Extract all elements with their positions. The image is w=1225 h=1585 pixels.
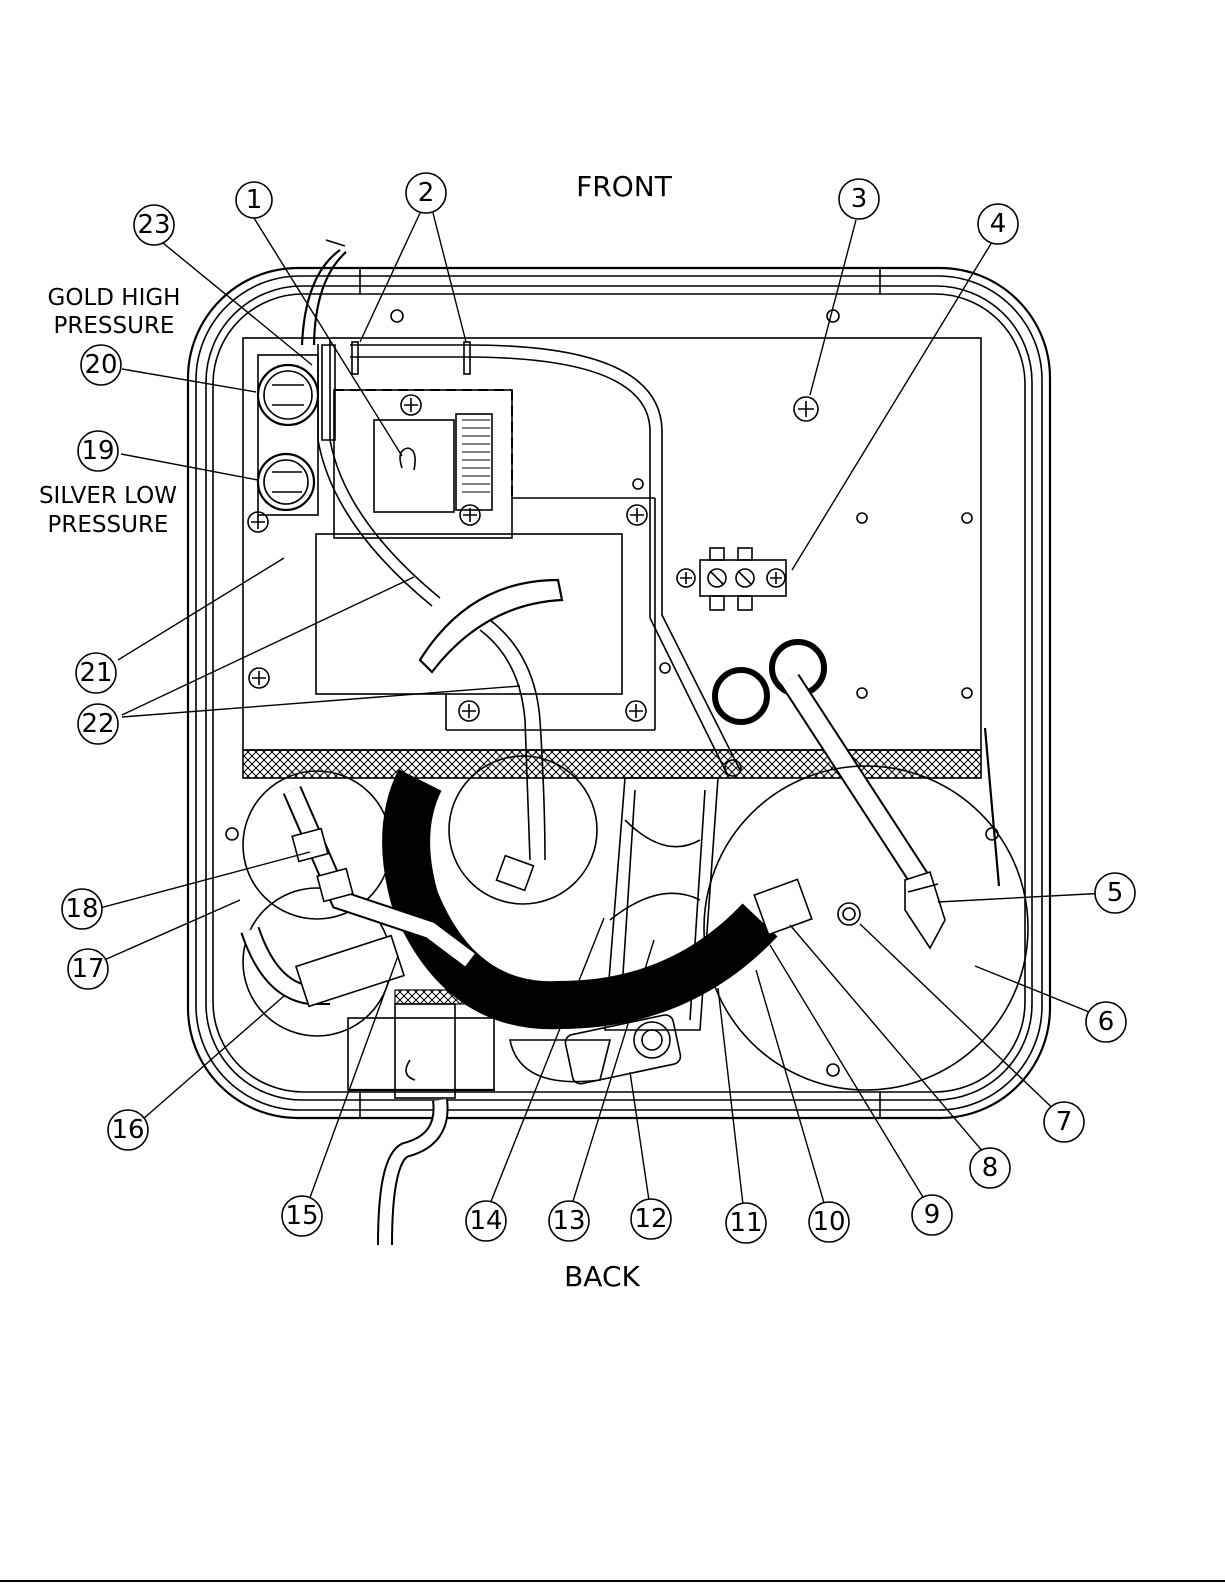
callout-16: 16 [108,1110,148,1150]
callout-14: 14 [466,1201,506,1241]
leader-lines [100,213,1107,1222]
callout-2: 2 [406,173,446,213]
svg-text:15: 15 [285,1201,318,1231]
svg-text:16: 16 [111,1115,144,1145]
svg-text:3: 3 [851,184,868,214]
svg-text:20: 20 [84,350,117,380]
callout-12: 12 [631,1199,671,1239]
gold-high-label-line1: GOLD HIGH [48,285,181,311]
callout-8: 8 [970,1148,1010,1188]
svg-text:14: 14 [469,1206,502,1236]
svg-text:12: 12 [634,1204,667,1234]
svg-text:13: 13 [552,1206,585,1236]
callout-1: 1 [236,182,272,218]
terminal-block [677,548,786,610]
callout-17: 17 [68,949,108,989]
mounting-plate [243,338,981,778]
callout-6: 6 [1086,1002,1126,1042]
callout-5: 5 [1095,873,1135,913]
svg-text:9: 9 [924,1200,941,1230]
svg-text:18: 18 [65,894,98,924]
front-label: FRONT [576,170,673,203]
callout-15: 15 [282,1196,322,1236]
svg-text:23: 23 [137,210,170,240]
svg-text:10: 10 [812,1207,845,1237]
callout-10: 10 [809,1202,849,1242]
svg-text:1: 1 [246,185,263,215]
svg-text:7: 7 [1056,1107,1073,1137]
svg-text:22: 22 [81,709,114,739]
grommets [715,642,945,948]
silver-low-label-line1: SILVER LOW [39,483,177,509]
svg-text:5: 5 [1107,878,1124,908]
callout-13: 13 [549,1201,589,1241]
callout-18: 18 [62,889,102,929]
capillary-tube [318,340,741,776]
svg-text:2: 2 [418,178,435,208]
callout-23: 23 [134,205,174,245]
filter-disc [420,580,562,860]
callout-4: 4 [978,204,1018,244]
pressure-switches [258,355,318,515]
callout-22: 22 [78,704,118,744]
back-label: BACK [564,1260,640,1293]
svg-text:4: 4 [990,209,1007,239]
callout-11: 11 [726,1203,766,1243]
callout-20: 20 [81,345,121,385]
svg-text:11: 11 [729,1208,762,1238]
svg-text:21: 21 [79,658,112,688]
svg-text:6: 6 [1098,1007,1115,1037]
svg-text:17: 17 [71,954,104,984]
callout-19: 19 [78,431,118,471]
callout-3: 3 [839,179,879,219]
svg-text:8: 8 [982,1153,999,1183]
callout-7: 7 [1044,1102,1084,1142]
callout-9: 9 [912,1195,952,1235]
relay-assembly [316,390,655,730]
silver-low-label-line2: PRESSURE [48,512,169,538]
svg-text:19: 19 [81,436,114,466]
callout-21: 21 [76,653,116,693]
wire-bundle [302,240,346,440]
gold-high-label-line2: PRESSURE [54,313,175,339]
